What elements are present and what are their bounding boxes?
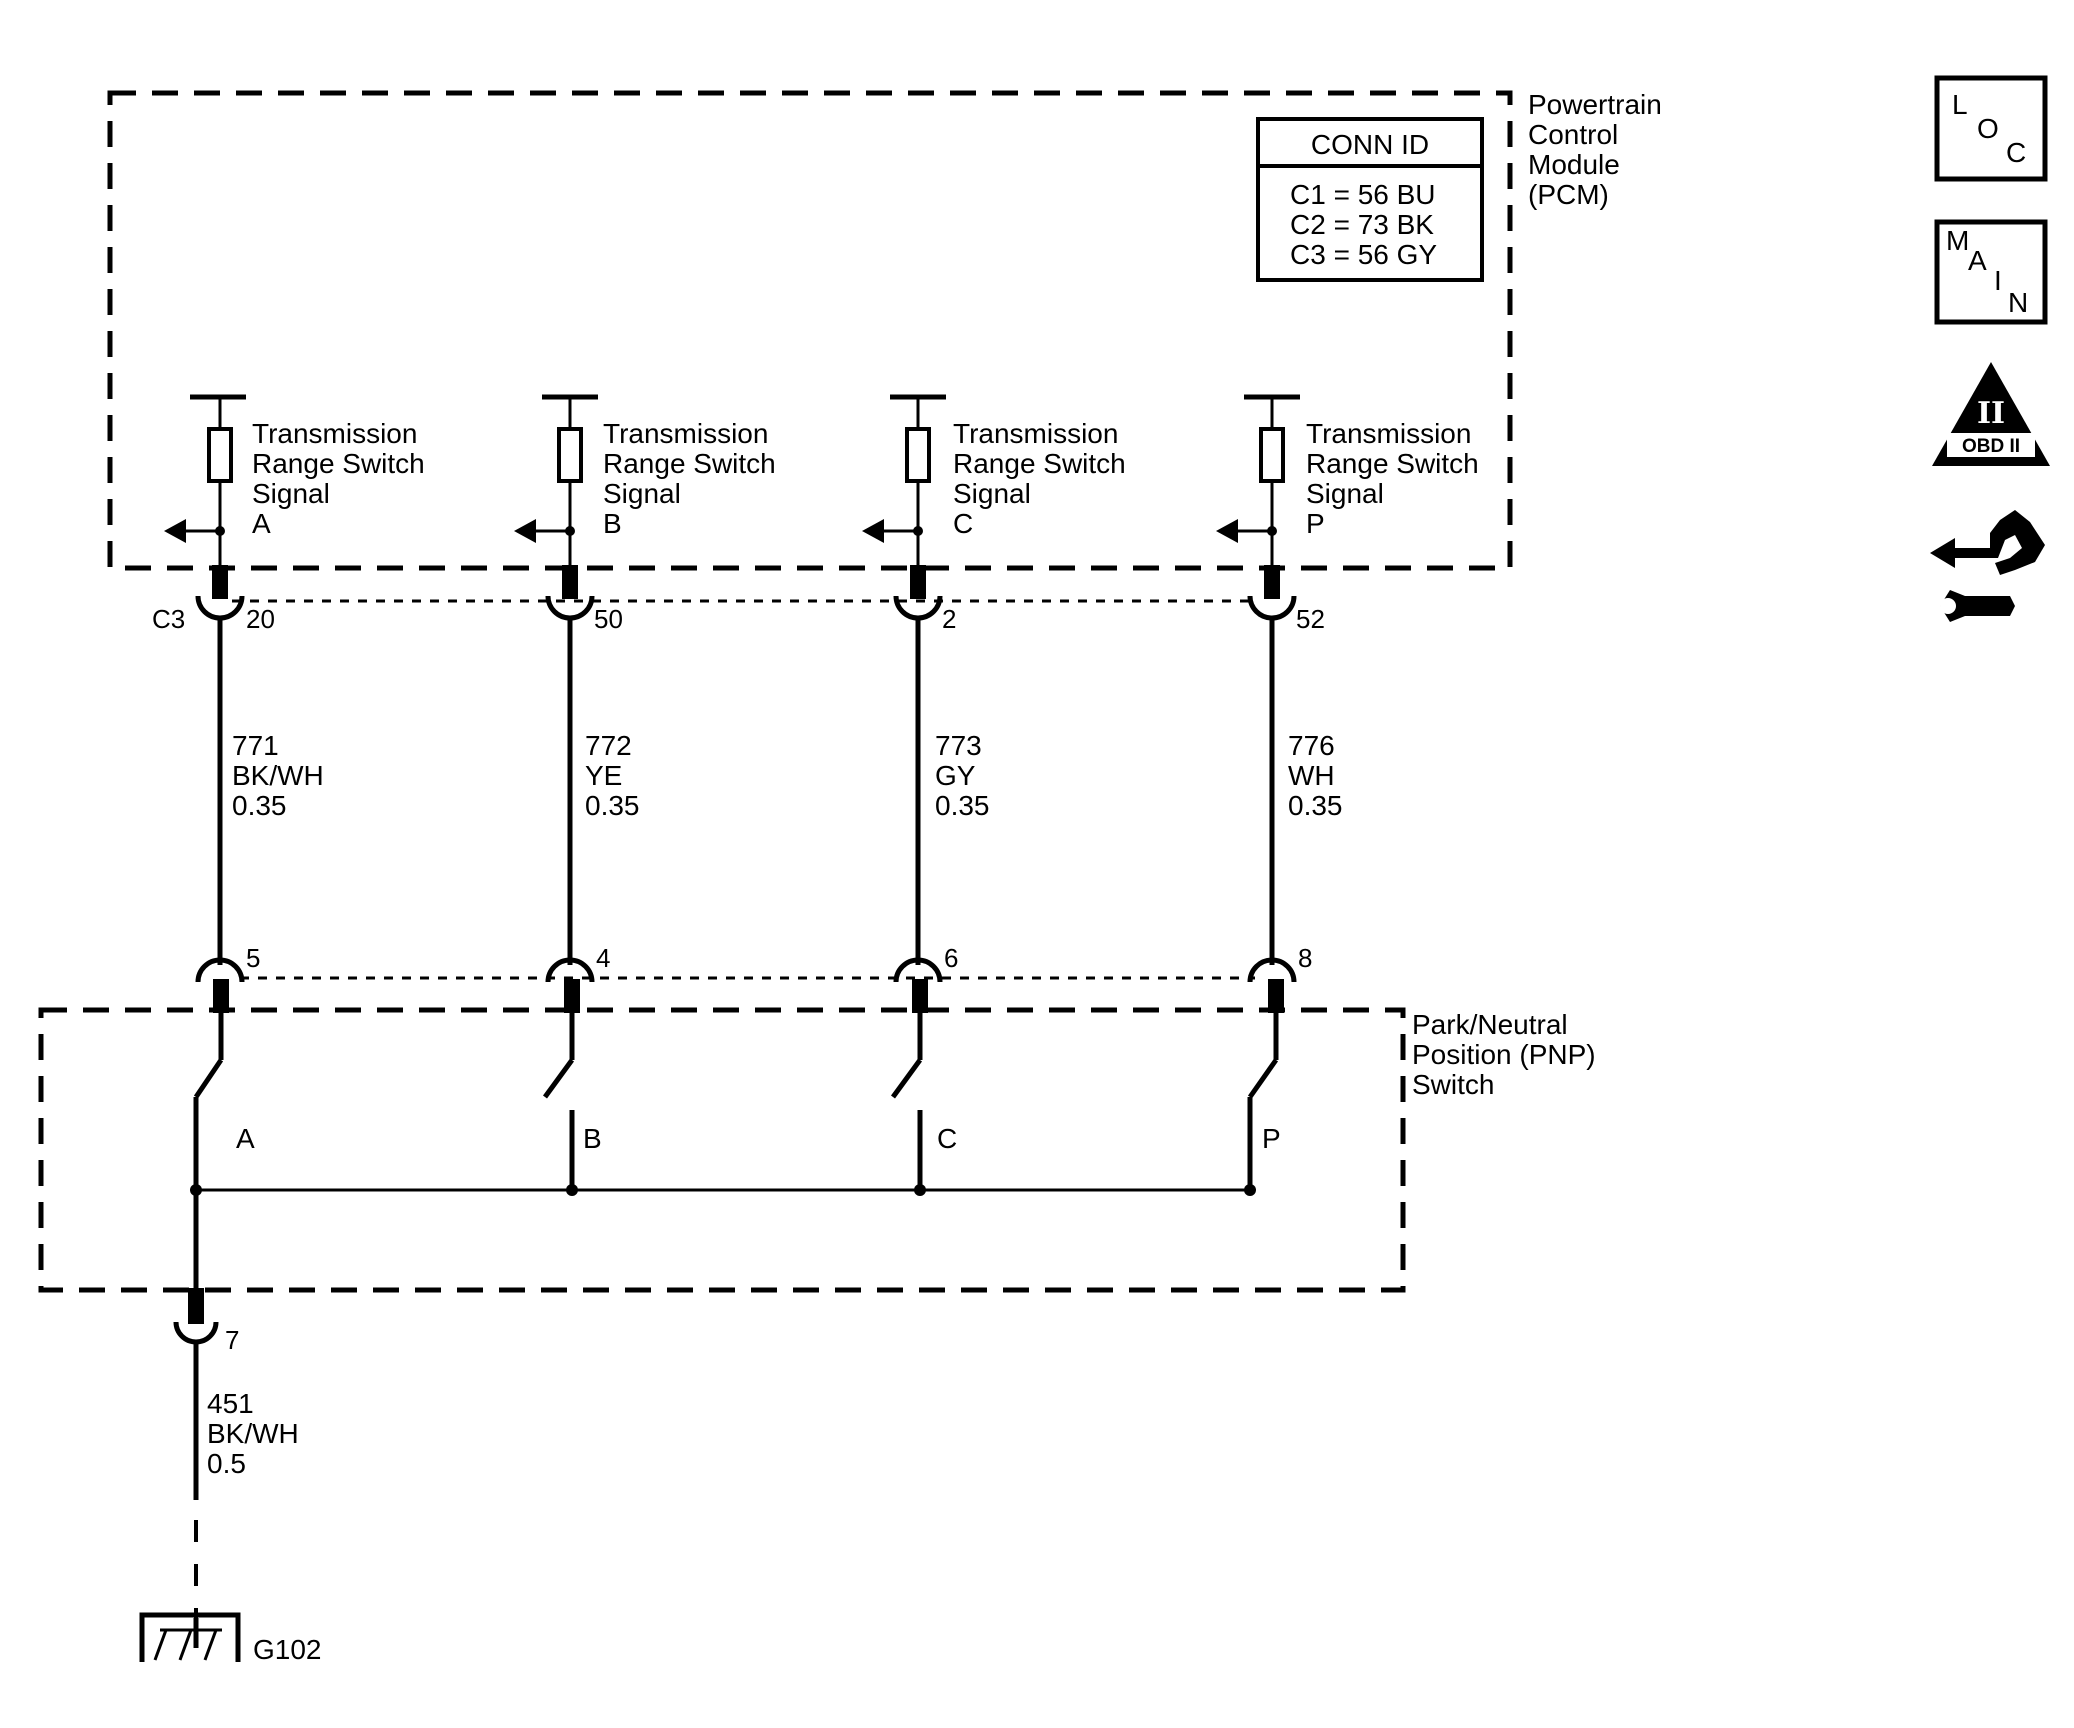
splice-dot — [914, 1184, 926, 1196]
signal-arrow-icon — [1216, 519, 1238, 543]
svg-text:M: M — [1946, 225, 1969, 256]
switch-blade — [193, 1058, 224, 1099]
switch-blade — [890, 1058, 923, 1099]
switch-blade — [542, 1058, 575, 1099]
circuit-a: Transmission Range Switch Signal A 20 77… — [164, 394, 433, 1195]
signal-label: Transmission Range Switch Signal B — [603, 418, 784, 539]
switch-pin-number: 4 — [596, 943, 610, 973]
connector-female-icon — [195, 595, 245, 621]
svg-text:N: N — [2008, 287, 2028, 318]
main-icon[interactable]: M A I N — [1934, 219, 2048, 325]
pcm-label-line: Module — [1528, 149, 1620, 180]
obd-ii-icon[interactable]: II OBD II — [1932, 362, 2050, 466]
svg-text:I: I — [1994, 265, 2002, 296]
pcm-connector-name: C3 — [152, 604, 185, 634]
connector-female-icon — [893, 957, 943, 983]
wire-label: 776 WH 0.35 — [1288, 730, 1343, 821]
svg-text:L: L — [1952, 89, 1968, 120]
signal-label: Transmission Range Switch Signal P — [1306, 418, 1487, 539]
splice-dot — [1244, 1184, 1256, 1196]
switch-pin-number: 8 — [1298, 943, 1312, 973]
conn-id-row: C1 = 56 BU — [1290, 179, 1436, 210]
svg-text:A: A — [1968, 245, 1987, 276]
pcm-label-line: (PCM) — [1528, 179, 1609, 210]
switch-pin-number: 5 — [246, 943, 260, 973]
pcm-pin-number: 2 — [942, 604, 956, 634]
switch-contact-label: P — [1262, 1123, 1281, 1154]
pull-up-resistor — [905, 427, 931, 483]
svg-text:OBD II: OBD II — [1962, 436, 2020, 457]
circuit-p: Transmission Range Switch Signal P 52 77… — [1216, 394, 1487, 1195]
circuit-b: Transmission Range Switch Signal B 50 77… — [514, 394, 784, 1195]
connector-female-icon — [173, 1321, 219, 1345]
pnp-switch-label: Park/Neutral Position (PNP) Switch — [1412, 1009, 1603, 1100]
conn-id-table: CONN ID C1 = 56 BU C2 = 73 BK C3 = 56 GY — [1256, 117, 1484, 282]
svg-text:II: II — [1977, 396, 2005, 431]
conn-id-row: C2 = 73 BK — [1290, 209, 1434, 240]
ground-name: G102 — [253, 1634, 322, 1665]
switch-pin-number: 6 — [944, 943, 958, 973]
pcm-pin-number: 20 — [246, 604, 275, 634]
ground-wire-label: 451 BK/WH 0.5 — [207, 1388, 307, 1479]
switch-blade — [1247, 1058, 1279, 1099]
splice-dot — [566, 1184, 578, 1196]
svg-text:C: C — [2006, 137, 2026, 168]
pull-up-resistor — [557, 427, 583, 483]
pcm-boundary — [107, 90, 1513, 571]
connector-female-icon — [545, 957, 595, 983]
signal-arrow-icon — [514, 519, 536, 543]
connector-female-icon — [1247, 957, 1297, 983]
pcm-label: Powertrain Control Module (PCM) — [1528, 89, 1670, 210]
wire-label: 771 BK/WH 0.35 — [232, 730, 332, 821]
circuit-c: Transmission Range Switch Signal C 2 773… — [862, 394, 1134, 1195]
pcm-pin-number: 50 — [594, 604, 623, 634]
wire-label: 772 YE 0.35 — [585, 730, 640, 821]
switch-contact-label: C — [937, 1123, 957, 1154]
tool-wrench-icon[interactable] — [1930, 510, 2045, 622]
signal-label: Transmission Range Switch Signal A — [252, 418, 433, 539]
pcm-label-line: Powertrain — [1528, 89, 1662, 120]
signal-arrow-icon — [164, 519, 186, 543]
switch-contact-label: B — [583, 1123, 602, 1154]
loc-icon[interactable]: L O C — [1934, 75, 2048, 182]
pcm-label-line: Control — [1528, 119, 1618, 150]
signal-label: Transmission Range Switch Signal C — [953, 418, 1134, 539]
signal-arrow-icon — [862, 519, 884, 543]
svg-text:O: O — [1977, 113, 1999, 144]
wire-label: 773 GY 0.35 — [935, 730, 990, 821]
ground-symbol-icon — [139, 1612, 241, 1662]
connector-female-icon — [545, 595, 595, 621]
switch-contact-label: A — [236, 1123, 255, 1154]
connector-female-icon — [1247, 595, 1297, 621]
conn-id-row: C3 = 56 GY — [1290, 239, 1437, 270]
pcm-pin-number: 52 — [1296, 604, 1325, 634]
connector-female-icon — [893, 595, 943, 621]
ground-pin-number: 7 — [225, 1325, 239, 1355]
pnp-switch-boundary — [38, 1007, 1406, 1293]
pull-up-resistor — [1259, 427, 1285, 483]
connector-female-icon — [195, 957, 245, 983]
pull-up-resistor — [207, 427, 233, 483]
conn-id-title: CONN ID — [1311, 129, 1429, 160]
